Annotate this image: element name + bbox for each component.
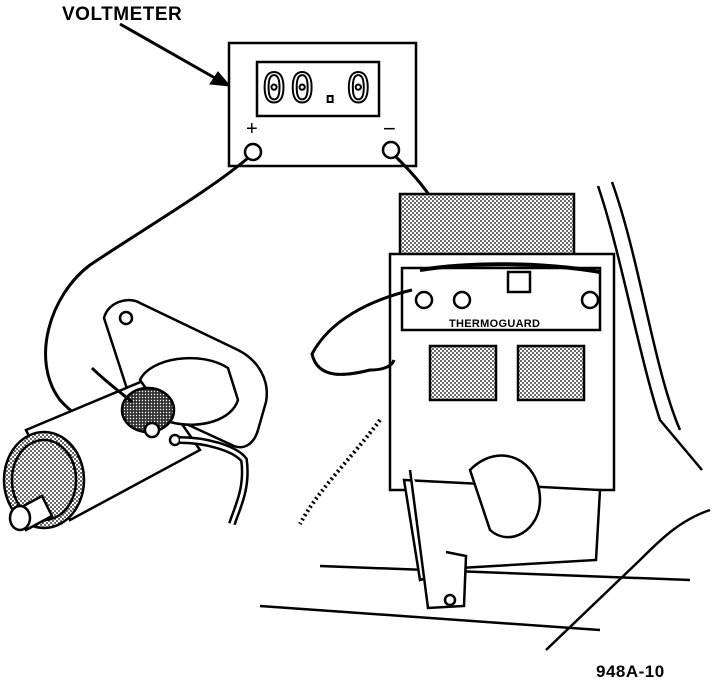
voltmeter xyxy=(227,41,418,168)
positive-terminal-label: + xyxy=(246,118,258,140)
voltmeter-callout-label: VOLTMETER xyxy=(62,4,183,25)
vehicle-body-panel xyxy=(596,185,703,471)
relay-top-cover xyxy=(398,192,576,258)
negative-jack xyxy=(381,140,401,160)
figure-number: 948A-10 xyxy=(596,662,665,681)
relay-brand-label: THERMOGUARD xyxy=(449,318,541,330)
relay-terminal-left xyxy=(414,290,434,310)
positive-jack xyxy=(243,142,263,162)
starter-stud xyxy=(168,433,182,447)
vehicle-body-edge xyxy=(610,181,682,431)
bracket-bolt xyxy=(443,593,457,607)
negative-terminal-label: − xyxy=(383,116,396,141)
relay-unit xyxy=(259,181,711,651)
mounting-bracket xyxy=(408,469,468,610)
starter-shaft-tip xyxy=(8,504,32,532)
flange-bolt-hole xyxy=(118,310,134,326)
relay-window-left xyxy=(428,344,498,402)
callout-arrow xyxy=(119,22,232,87)
relay-harness xyxy=(419,262,601,274)
floor-line xyxy=(319,564,691,582)
relay-ground-wire xyxy=(310,288,413,376)
starter-cable-core xyxy=(179,438,247,525)
relay-terminal-center xyxy=(452,290,472,310)
relay-terminal-strip xyxy=(400,266,602,332)
voltmeter-readout: 00.0 xyxy=(261,65,375,113)
fender-line xyxy=(545,508,711,651)
relay-terminal-right xyxy=(580,290,600,310)
relay-window-right xyxy=(516,344,586,402)
relay-motor xyxy=(468,454,542,539)
voltmeter-display xyxy=(255,60,381,118)
starter-end-cap xyxy=(2,430,86,530)
floor-line-2 xyxy=(259,604,601,632)
starter-motor xyxy=(2,298,269,532)
solenoid-terminal xyxy=(143,421,161,439)
relay-lead-loop xyxy=(298,418,382,525)
relay-terminal-block xyxy=(506,270,532,294)
starter-wire xyxy=(90,366,133,404)
